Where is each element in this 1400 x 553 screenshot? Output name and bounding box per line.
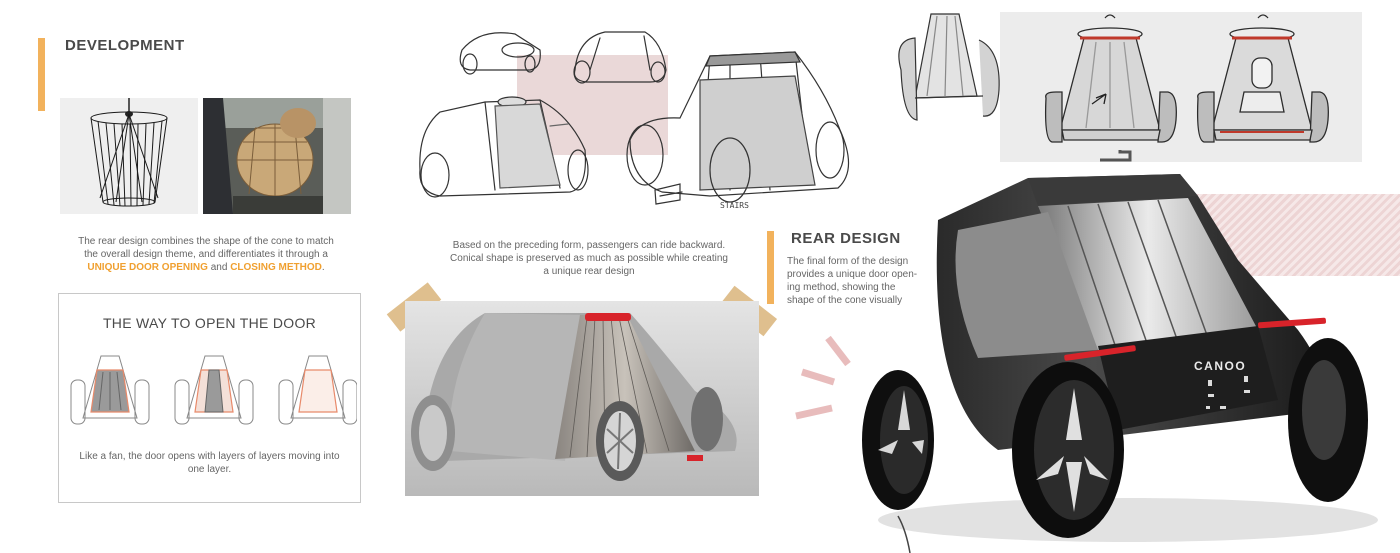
wire-lamp-photo <box>60 98 198 214</box>
development-accent-bar <box>38 38 45 111</box>
sketch-caption-line-3: a unique rear design <box>543 266 635 277</box>
canoo-brand-mark: CANOO <box>1194 359 1246 373</box>
closing-method-highlight: CLOSING METHOD <box>230 262 322 273</box>
rear-view-sketch-paper <box>1000 12 1362 162</box>
door-opening-caption: Like a fan, the door opens with layers o… <box>59 450 360 476</box>
door-caption-line-1: Like a fan, the door opens with layers o… <box>79 451 340 462</box>
caption-and-text: and <box>207 262 231 273</box>
rear-render-image <box>405 301 759 496</box>
development-title: DEVELOPMENT <box>65 37 185 54</box>
rear-design-accent-bar <box>767 231 774 304</box>
rear-caption-line-1: The final form of the design <box>787 256 909 267</box>
rear-design-caption: The final form of the design provides a … <box>787 255 937 307</box>
sketch-caption: Based on the preceding form, passengers … <box>420 239 758 278</box>
door-opening-title: THE WAY TO OPEN THE DOOR <box>102 315 317 331</box>
door-caption-line-2: one layer. <box>187 464 232 475</box>
rear-design-title: REAR DESIGN <box>791 230 901 247</box>
sketch-caption-line-1: Based on the preceding form, passengers … <box>452 240 726 251</box>
unique-door-opening-highlight: UNIQUE DOOR OPENING <box>87 262 208 273</box>
rear-caption-line-3: ing method, showing the <box>787 282 896 293</box>
caption-period: . <box>321 262 325 273</box>
development-caption-line-2: the overall design theme, and differenti… <box>84 249 328 260</box>
cone-vehicle-front-sketch <box>898 13 1000 121</box>
rear-caption-line-2: provides a unique door open- <box>787 269 918 280</box>
motion-strokes <box>795 335 851 420</box>
vehicle-concept-sketches: STAIRS <box>419 31 850 210</box>
development-caption-line-1: The rear design combines the shape of th… <box>78 236 334 247</box>
door-step-diagrams <box>70 355 357 425</box>
development-caption: The rear design combines the shape of th… <box>60 235 352 274</box>
stairs-sketch-note: STAIRS <box>720 201 749 210</box>
development-caption-line-3: UNIQUE DOOR OPENING and CLOSING METHOD. <box>60 261 352 274</box>
dome-restaurant-photo <box>203 98 351 214</box>
final-vehicle-render: CANOO <box>862 150 1378 553</box>
sketch-caption-line-2: Conical shape is preserved as much as po… <box>450 253 728 264</box>
door-opening-panel: THE WAY TO OPEN THE DOOR Like a fan, the… <box>58 293 361 503</box>
rear-caption-line-4: shape of the cone visually <box>787 295 903 306</box>
